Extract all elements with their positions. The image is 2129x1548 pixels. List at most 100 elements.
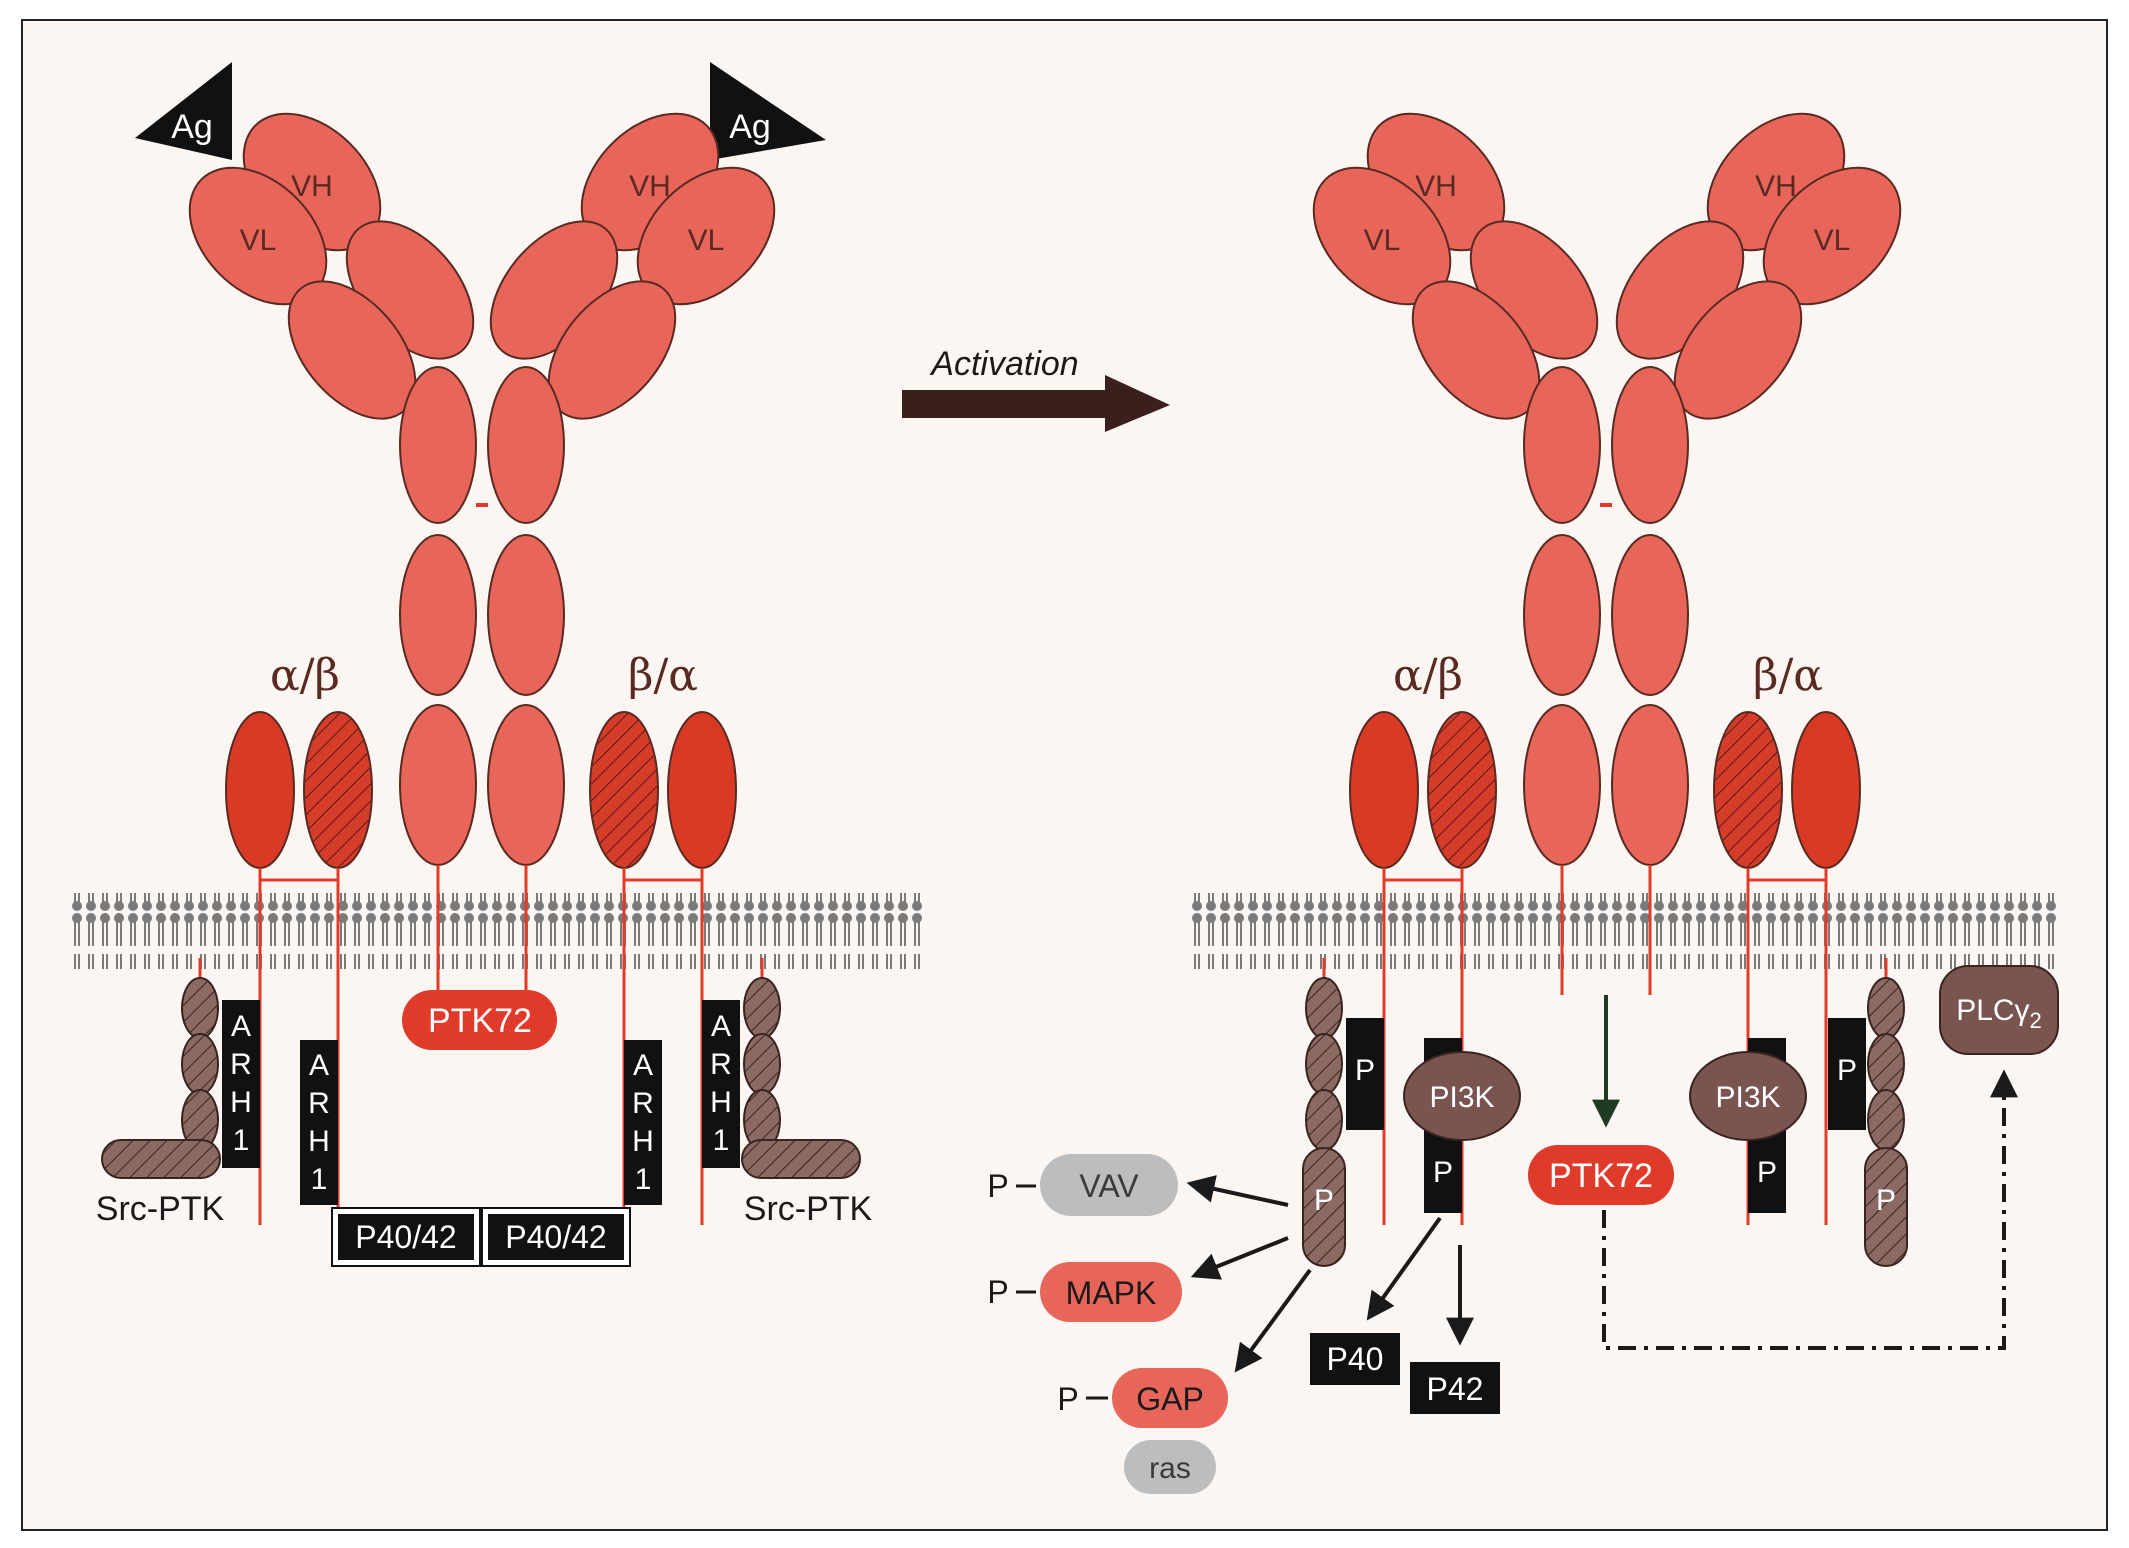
- arrow-to-p40: [1366, 1216, 1442, 1321]
- arh1-inner-right: A R H 1: [624, 1040, 662, 1205]
- arrow-to-mapk: [1190, 1236, 1289, 1280]
- ptk72-right: [1528, 1145, 1674, 1205]
- beta-alpha-label-left: β/α: [628, 650, 698, 701]
- alpha-beta-label-left: α/β: [270, 650, 340, 701]
- ptk72-left: [402, 990, 557, 1050]
- src-rp-domain-2-right: [1867, 1033, 1905, 1095]
- vl-label-right-panel-right: VL: [1814, 224, 1851, 257]
- p4042-label-right: P40/42: [505, 1219, 606, 1255]
- src-ptk-domain-1-left: [181, 977, 219, 1039]
- heavy-chain-ch2-left: [399, 366, 477, 524]
- membrane-right: [1192, 893, 2060, 969]
- phospho-prefix-mapk: P: [987, 1274, 1008, 1310]
- svg-text:A: A: [633, 1049, 653, 1082]
- arh1-outer-right: A R H 1: [702, 1000, 740, 1168]
- p40-box: [1310, 1333, 1400, 1385]
- heavy-chain-ch4-rp-right: [1611, 704, 1689, 866]
- vh-label-right-panel-left: VH: [1415, 170, 1457, 203]
- mapk-protein: [1040, 1262, 1182, 1322]
- ig-beta-inner-left: [303, 711, 373, 869]
- p-src-label-left: P: [1314, 1184, 1334, 1217]
- svg-text:A: A: [711, 1010, 731, 1043]
- arrow-to-gap: [1234, 1268, 1312, 1373]
- src-rp-domain-1-left: [1305, 977, 1343, 1039]
- pi3k-label-left: PI3K: [1429, 1081, 1494, 1114]
- p42-label: P42: [1427, 1371, 1484, 1407]
- alpha-beta-label-right: α/β: [1393, 650, 1463, 701]
- heavy-chain-ch2-right: [487, 366, 565, 524]
- svg-text:R: R: [308, 1087, 330, 1120]
- heavy-chain-ch2-rp-right: [1611, 366, 1689, 524]
- heavy-chain-ch4-left: [399, 704, 477, 866]
- ig-beta-rp-inner-left: [1427, 711, 1497, 869]
- gap-protein: [1112, 1368, 1228, 1428]
- src-ptk-kinase-left: [101, 1139, 221, 1179]
- antigen-right-label: Ag: [729, 108, 771, 146]
- activation-arrow: [902, 375, 1170, 432]
- svg-text:1: 1: [233, 1124, 250, 1157]
- pi3k-right: [1689, 1051, 1807, 1141]
- vh-label-right: VH: [629, 170, 671, 203]
- antigen-left-label: Ag: [171, 108, 213, 146]
- svg-text:H: H: [230, 1086, 252, 1119]
- p-block-label-right: P: [1837, 1054, 1857, 1087]
- right-panel: VH VL VH VL α/β β/α: [987, 112, 2060, 1494]
- arh1-outer-left: A R H 1: [222, 1000, 260, 1168]
- p-pi3k-label-right: P: [1757, 1156, 1777, 1189]
- left-panel: Ag Ag VH VL VH VL α/β β/α: [68, 62, 924, 1267]
- antigen-left: [135, 62, 232, 160]
- p-pi3k-label-left: P: [1433, 1156, 1453, 1189]
- p-src-label-right: P: [1876, 1184, 1896, 1217]
- vl-label-left: VL: [240, 224, 277, 257]
- ig-beta-inner-right: [589, 711, 659, 869]
- heavy-chain-ch3-left: [399, 534, 477, 696]
- src-rp-domain-3-right: [1867, 1089, 1905, 1151]
- svg-text:1: 1: [713, 1124, 730, 1157]
- beta-alpha-label-right: β/α: [1753, 650, 1823, 701]
- ras-label: ras: [1149, 1452, 1191, 1485]
- arrow-to-vav: [1186, 1175, 1289, 1207]
- activation-label: Activation: [929, 345, 1078, 383]
- arh1-inner-left: A R H 1: [300, 1040, 338, 1205]
- ig-alpha-rp-outer-left: [1349, 711, 1419, 869]
- ptk72-label-left: PTK72: [428, 1002, 532, 1040]
- vav-label: VAV: [1079, 1168, 1139, 1204]
- heavy-chain-ch3-rp-right: [1611, 534, 1689, 696]
- gap-label: GAP: [1136, 1381, 1204, 1417]
- ig-beta-rp-inner-right: [1713, 711, 1783, 869]
- src-rp-domain-3-left: [1305, 1089, 1343, 1151]
- membrane-left: [68, 893, 924, 969]
- heavy-chain-ch3-right: [487, 534, 565, 696]
- vav-protein: [1040, 1154, 1178, 1216]
- src-ptk-label-left: Src-PTK: [96, 1190, 225, 1228]
- p-block-left: [1346, 1018, 1384, 1130]
- svg-text:A: A: [309, 1049, 329, 1082]
- svg-text:R: R: [230, 1048, 252, 1081]
- ig-alpha-rp-outer-right: [1791, 711, 1861, 869]
- heavy-chain-ch3-rp-left: [1523, 534, 1601, 696]
- pi3k-left: [1403, 1051, 1521, 1141]
- p4042-label-left: P40/42: [355, 1219, 456, 1255]
- heavy-chain-ch2-rp-left: [1523, 366, 1601, 524]
- p-block-label-left: P: [1355, 1054, 1375, 1087]
- src-ptk-domain-1-right: [743, 977, 781, 1039]
- svg-text:H: H: [308, 1125, 330, 1158]
- svg-text:H: H: [710, 1086, 732, 1119]
- src-ptk-domain-2-right: [743, 1033, 781, 1095]
- src-rp-kinase-right: [1864, 1147, 1908, 1267]
- svg-text:R: R: [632, 1087, 654, 1120]
- cl-right-panel-right: [1673, 280, 1803, 420]
- pi3k-label-right: PI3K: [1715, 1081, 1780, 1114]
- ig-alpha-outer-right: [667, 711, 737, 869]
- svg-text:A: A: [231, 1010, 251, 1043]
- p42-box: [1410, 1362, 1500, 1414]
- p4042-box-right: [488, 1214, 624, 1260]
- mapk-label: MAPK: [1066, 1275, 1157, 1311]
- svg-text:1: 1: [311, 1163, 328, 1196]
- plc-gamma2: [1939, 965, 2059, 1055]
- heavy-chain-ch4-right: [487, 704, 565, 866]
- p40-label: P40: [1327, 1341, 1384, 1377]
- ptk72-to-plc-path: [1602, 1069, 2018, 1350]
- phospho-prefix-vav: P: [987, 1168, 1008, 1204]
